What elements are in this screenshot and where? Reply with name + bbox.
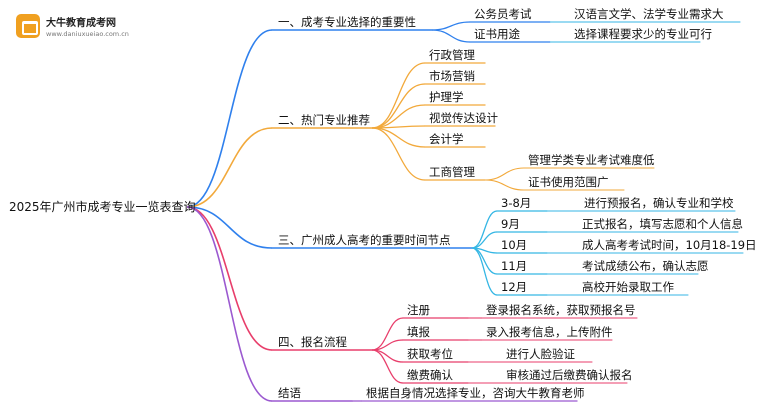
subtopic: 10月 (501, 238, 528, 252)
subtopic-connector (371, 317, 404, 351)
subtopic: 11月 (501, 259, 528, 273)
subtopic-connector (431, 21, 471, 31)
subtopic: 证书用途 (474, 27, 520, 41)
subtopic-connector (431, 29, 471, 43)
branch-connector (186, 206, 273, 351)
branch-topic: 一、成考专业选择的重要性 (278, 15, 416, 29)
branch-topic: 结语 (278, 386, 301, 400)
detail-topic: 证书使用范围广 (528, 175, 609, 189)
detail-topic: 进行人脸验证 (506, 347, 575, 361)
logo: 大牛教育成考网 www.daniuxueiao.com.cn (14, 12, 134, 46)
subtopic-connector (371, 127, 426, 148)
subtopic-connector (471, 231, 498, 249)
detail-topic: 登录报名系统，获取预报名号 (486, 303, 636, 317)
subtopic: 工商管理 (429, 165, 475, 179)
logo-name: 大牛教育成考网 (46, 18, 116, 29)
branch-connector (186, 127, 273, 208)
subtopic: 根据自身情况选择专业，咨询大牛教育老师 (366, 386, 585, 400)
subtopic: 缴费确认 (407, 368, 453, 382)
subtopic: 会计学 (429, 132, 464, 146)
branch-topic: 三、广州成人高考的重要时间节点 (278, 233, 451, 247)
branch-topic: 二、热门专业推荐 (278, 113, 370, 127)
branch-connector (186, 29, 273, 208)
subtopic: 注册 (407, 303, 430, 317)
branch-topic: 四、报名流程 (278, 335, 347, 349)
detail-connector (484, 167, 525, 181)
detail-topic: 汉语言文学、法学专业需求大 (574, 7, 724, 21)
subtopic: 视觉传达设计 (429, 111, 498, 125)
detail-topic: 选择课程要求少的专业可行 (574, 27, 712, 41)
detail-connector (484, 179, 525, 191)
root-topic: 2025年广州市成考专业一览表查询 (9, 200, 196, 214)
detail-topic: 管理学类专业考试难度低 (528, 153, 655, 167)
branch-connector (186, 206, 273, 249)
detail-topic: 录入报考信息，上传附件 (486, 325, 613, 339)
subtopic: 3-8月 (501, 196, 532, 210)
detail-topic: 成人高考考试时间，10月18-19日 (582, 238, 757, 252)
subtopic-connector (371, 62, 426, 129)
subtopic: 9月 (501, 217, 520, 231)
detail-topic: 正式报名，填写志愿和个人信息 (582, 217, 743, 231)
branch-connector (186, 206, 273, 402)
detail-topic: 考试成绩公布，确认志愿 (582, 259, 709, 273)
subtopic: 填报 (407, 325, 430, 339)
subtopic: 行政管理 (429, 48, 475, 62)
subtopic-connector (471, 247, 498, 296)
subtopic: 公务员考试 (474, 7, 532, 21)
logo-book-icon (16, 14, 40, 38)
subtopic: 12月 (501, 280, 528, 294)
subtopic-connector (371, 104, 426, 129)
subtopic: 市场营销 (429, 69, 475, 83)
subtopic-connector (371, 127, 426, 181)
detail-topic: 进行预报名，确认专业和学校 (584, 196, 734, 210)
subtopic: 护理学 (429, 90, 464, 104)
detail-topic: 审核通过后缴费确认报名 (506, 368, 633, 382)
logo-url: www.daniuxueiao.com.cn (46, 30, 129, 38)
subtopic-connector (471, 210, 498, 249)
subtopic: 获取考位 (407, 347, 453, 361)
detail-topic: 高校开始录取工作 (582, 280, 674, 294)
subtopic-connector (371, 349, 404, 384)
